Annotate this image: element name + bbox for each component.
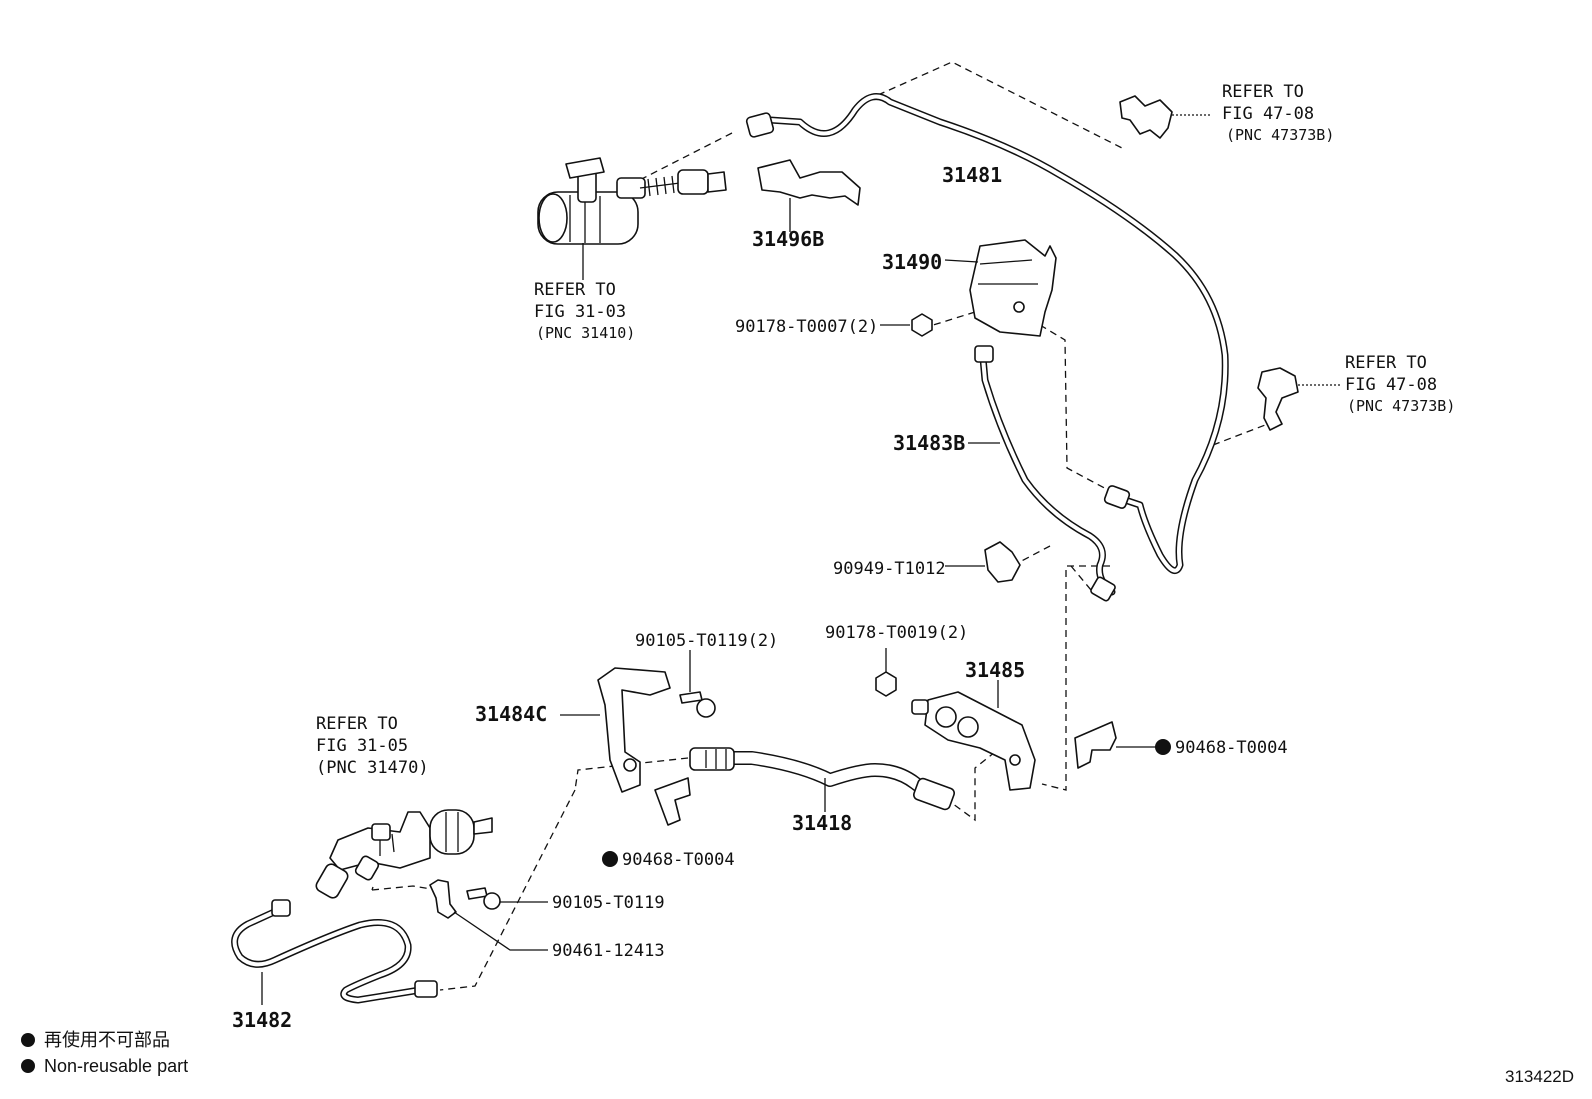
bracket-refer-47-08-right xyxy=(1257,367,1342,431)
legend-line-en: Non-reusable part xyxy=(44,1056,188,1076)
ref-release-cylinder: REFER TO FIG 31-05 (PNC 31470) xyxy=(316,714,429,778)
clamp-90461-12413 xyxy=(429,879,548,951)
ref-bracket-right-line3: (PNC 47373B) xyxy=(1347,397,1455,415)
non-reusable-marker-mid xyxy=(602,851,618,867)
label-90105-T0119: 90105-T0119 xyxy=(552,893,665,913)
ref-release-cylinder-line2: FIG 31-05 xyxy=(316,736,408,756)
label-31484C: 31484C xyxy=(475,702,547,726)
ref-bracket-right-line2: FIG 47-08 xyxy=(1345,375,1437,395)
ref-master-cylinder-line3: (PNC 31410) xyxy=(536,324,635,342)
tube-31481 xyxy=(745,93,1229,575)
diagram-code: 313422D xyxy=(1505,1067,1574,1086)
ref-release-cylinder-line3: (PNC 31470) xyxy=(316,758,429,778)
legend: 再使用不可部品 Non-reusable part xyxy=(21,1030,188,1076)
ref-bracket-right: REFER TO FIG 47-08 (PNC 47373B) xyxy=(1345,353,1455,415)
label-90949-T1012: 90949-T1012 xyxy=(833,559,946,579)
bracket-31485 xyxy=(911,680,1036,791)
bracket-refer-47-08-top xyxy=(1119,95,1212,139)
release-cylinder-assembly xyxy=(315,809,493,899)
ref-master-cylinder-line1: REFER TO xyxy=(534,280,616,300)
legend-bullet-1 xyxy=(21,1033,35,1047)
nut-90178-T0007 xyxy=(880,313,933,337)
ref-bracket-top: REFER TO FIG 47-08 (PNC 47373B) xyxy=(1222,82,1334,144)
legend-bullet-2 xyxy=(21,1059,35,1073)
clip-90468-T0004-right xyxy=(1074,721,1158,769)
clip-90949-T1012 xyxy=(945,541,1021,583)
label-90105-T0119-2: 90105-T0119(2) xyxy=(635,631,778,651)
label-90468-T0004-mid: 90468-T0004 xyxy=(622,850,735,870)
non-reusable-marker-right xyxy=(1155,739,1171,755)
tube-31482 xyxy=(231,899,438,1005)
label-90178-T0007: 90178-T0007(2) xyxy=(735,317,878,337)
label-31485: 31485 xyxy=(965,658,1025,682)
ref-bracket-top-line3: (PNC 47373B) xyxy=(1226,126,1334,144)
ref-master-cylinder: REFER TO FIG 31-03 (PNC 31410) xyxy=(534,280,635,342)
label-31482: 31482 xyxy=(232,1008,292,1032)
ref-bracket-top-line1: REFER TO xyxy=(1222,82,1304,102)
clip-90468-T0004-mid xyxy=(654,777,691,826)
label-31496B: 31496B xyxy=(752,227,824,251)
label-31490: 31490 xyxy=(882,250,942,274)
ref-bracket-top-line2: FIG 47-08 xyxy=(1222,104,1314,124)
bracket-31484C xyxy=(560,667,671,793)
bolt-90105-T0119-2 xyxy=(679,650,716,718)
ref-bracket-right-line1: REFER TO xyxy=(1345,353,1427,373)
bracket-31490 xyxy=(944,239,1057,337)
nut-90178-T0019-2 xyxy=(875,648,897,697)
master-cylinder-assembly xyxy=(537,157,727,280)
dashed-guide-lines xyxy=(371,61,1274,991)
clip-31496B xyxy=(757,159,861,232)
label-31483B: 31483B xyxy=(893,431,965,455)
ref-master-cylinder-line2: FIG 31-03 xyxy=(534,302,626,322)
hose-31418 xyxy=(689,747,956,812)
legend-line-jp: 再使用不可部品 xyxy=(44,1030,170,1050)
bolt-90105-T0119 xyxy=(466,887,548,910)
label-31481: 31481 xyxy=(942,163,1002,187)
ref-release-cylinder-line1: REFER TO xyxy=(316,714,398,734)
label-90468-T0004-right: 90468-T0004 xyxy=(1175,738,1288,758)
label-90461-12413: 90461-12413 xyxy=(552,941,665,961)
label-90178-T0019-2: 90178-T0019(2) xyxy=(825,623,968,643)
label-31418: 31418 xyxy=(792,811,852,835)
tube-31483B xyxy=(968,345,1116,602)
